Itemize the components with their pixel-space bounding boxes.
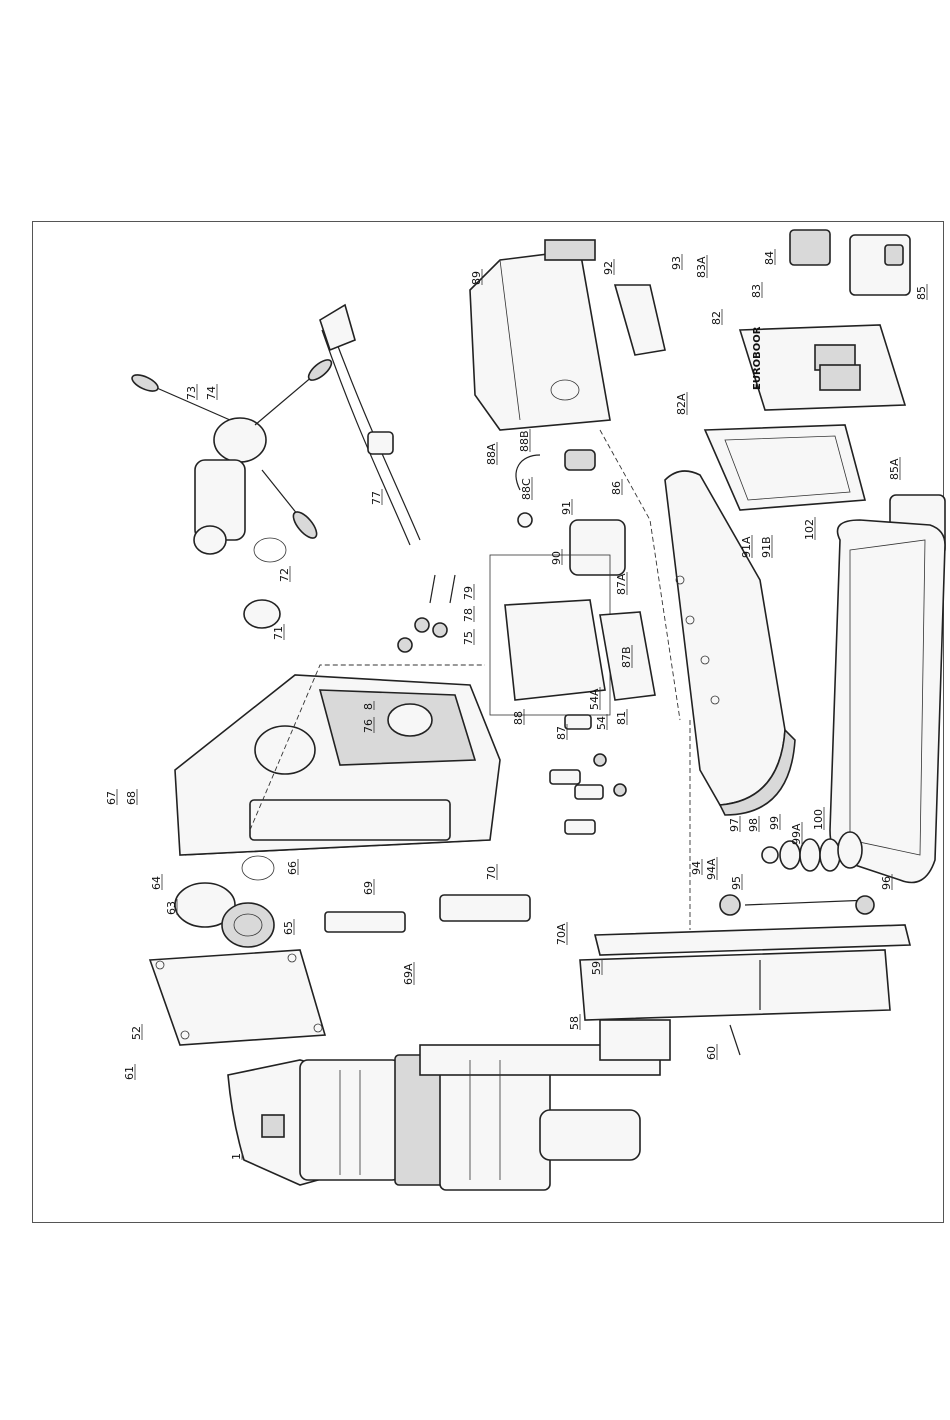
callout-label: 92 <box>602 261 615 275</box>
callout-label: 88C <box>520 478 533 500</box>
callout-label: 69A <box>402 963 415 985</box>
rocker-switch-part <box>790 230 830 265</box>
enclosure-box <box>470 240 610 430</box>
cover-plate <box>150 950 325 1045</box>
callout-label: 102 <box>803 519 816 540</box>
connector-part <box>565 450 595 470</box>
fittings <box>398 575 455 652</box>
seal-ring-part <box>242 856 274 880</box>
callout-label: 67 <box>105 791 118 805</box>
motor-assembly <box>228 1020 670 1190</box>
callout-label: 88A <box>485 443 498 465</box>
callout-label: 73 <box>185 386 198 400</box>
callout-label: 85A <box>888 458 901 480</box>
plate-part <box>615 285 665 355</box>
slide-rail-part <box>580 950 890 1020</box>
callout-label: 87 <box>555 726 568 740</box>
callout-label: 91A <box>740 536 753 558</box>
callout-label: 98 <box>747 818 760 832</box>
callout-label: 99A <box>790 823 803 845</box>
callout-label: 77 <box>370 491 383 505</box>
callout-label: 97 <box>728 818 741 832</box>
callout-label: 66 <box>286 861 299 875</box>
callout-label: 64 <box>150 876 163 890</box>
callout-label: 58 <box>568 1016 581 1030</box>
callout-label: 93 <box>670 256 683 270</box>
power-cable <box>320 305 420 545</box>
callout-label: 1 <box>230 1153 243 1160</box>
callout-label: 91 <box>560 501 573 515</box>
magnetic-base-plate <box>665 471 795 815</box>
callout-label: 91B <box>760 536 773 558</box>
callout-label: 74 <box>205 386 218 400</box>
callout-label: 78 <box>462 608 475 622</box>
callout-label: 83A <box>695 256 708 278</box>
callout-label: 100 <box>812 809 825 830</box>
callout-label: 81 <box>615 711 628 725</box>
callout-label: 69 <box>362 881 375 895</box>
callout-label: 82A <box>675 393 688 415</box>
callout-label: 54 <box>595 716 608 730</box>
callout-label: 84 <box>763 251 776 265</box>
callout-label: 68 <box>125 791 138 805</box>
callout-label: 90 <box>550 551 563 565</box>
callout-label: 8 <box>362 703 375 710</box>
callout-label: 72 <box>278 568 291 582</box>
bushing-part <box>244 600 280 628</box>
callout-label: 71 <box>272 626 285 640</box>
callout-label: 96 <box>880 876 893 890</box>
pump-part <box>570 520 625 575</box>
callout-label: 89 <box>470 271 483 285</box>
main-housing <box>175 675 500 855</box>
callout-label: 88 <box>512 711 525 725</box>
handle-assembly <box>130 356 335 628</box>
callout-label: 94A <box>705 858 718 880</box>
callout-label: 99 <box>768 816 781 830</box>
callout-label: 76 <box>362 719 375 733</box>
callout-label: 83 <box>750 284 763 298</box>
callout-label: 79 <box>462 586 475 600</box>
callout-label: 95 <box>730 876 743 890</box>
callout-label: 82 <box>710 311 723 325</box>
callout-label: 85 <box>915 286 928 300</box>
rail-part <box>440 895 530 921</box>
bearing-part <box>222 903 274 947</box>
callout-label: 52 <box>130 1026 143 1040</box>
rail-part <box>325 912 405 932</box>
callout-label: 63 <box>165 901 178 915</box>
callout-label: 87A <box>615 573 628 595</box>
callout-label: 70A <box>555 923 568 945</box>
magnet-part <box>505 600 605 700</box>
callout-label: 94 <box>690 861 703 875</box>
callout-label: 86 <box>610 481 623 495</box>
callout-label: 61 <box>123 1066 136 1080</box>
callout-label: 59 <box>590 961 603 975</box>
callout-label: 88B <box>518 430 531 452</box>
strap-part <box>830 520 945 883</box>
brand-label: EUROBOOR <box>752 326 763 390</box>
callout-label: 75 <box>462 631 475 645</box>
callout-label: 70 <box>485 866 498 880</box>
callout-label: 65 <box>282 921 295 935</box>
callout-label: 87B <box>620 646 633 668</box>
callout-label: 54A <box>588 688 601 710</box>
callout-label: 60 <box>705 1046 718 1060</box>
control-panel: EUROBOOR <box>740 325 905 410</box>
